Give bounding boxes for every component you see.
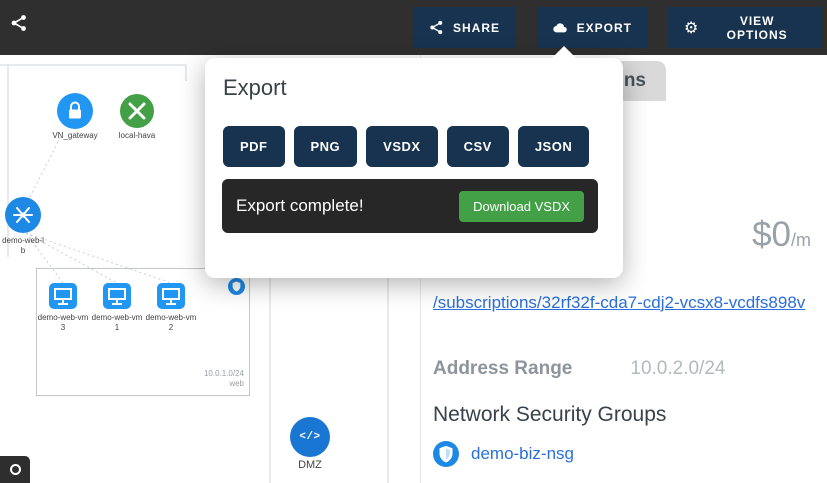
local-hava-label: local-hava bbox=[118, 131, 156, 140]
share-label: SHARE bbox=[452, 20, 500, 35]
subscription-link[interactable]: /subscriptions/32rf32f-cda7-cdj2-vcsx8-v… bbox=[433, 293, 806, 312]
view-options-button[interactable]: ⚙ VIEW OPTIONS bbox=[668, 7, 822, 48]
address-range-value: 10.0.2.0/24 bbox=[630, 358, 726, 379]
gear-icon: ⚙ bbox=[684, 17, 700, 37]
node-vm3[interactable] bbox=[49, 283, 77, 314]
export-popover: Export PDF PNG VSDX CSV JSON Export comp… bbox=[205, 46, 623, 278]
nsg-shield-icon bbox=[433, 441, 459, 467]
export-vsdx-button[interactable]: VSDX bbox=[366, 126, 438, 167]
topbar-share-icon[interactable] bbox=[8, 12, 30, 34]
vm2-label: demo-web-vm2 bbox=[145, 313, 197, 332]
export-csv-button[interactable]: CSV bbox=[446, 126, 509, 167]
subnet-name: web bbox=[229, 379, 244, 389]
price-suffix: /m bbox=[791, 230, 811, 250]
vm-icon bbox=[103, 283, 131, 309]
vn-gateway-label: VN_gateway bbox=[52, 131, 98, 140]
share-icon bbox=[430, 20, 443, 35]
topbar: SHARE EXPORT ⚙ VIEW OPTIONS bbox=[0, 0, 827, 55]
toast-message: Export complete! bbox=[236, 196, 364, 215]
shield-icon bbox=[228, 278, 245, 295]
popover-caret bbox=[552, 46, 576, 58]
vm3-label: demo-web-vm3 bbox=[37, 313, 89, 332]
share-button[interactable]: SHARE bbox=[413, 7, 516, 48]
export-complete-toast: Export complete! Download VSDX bbox=[222, 179, 598, 233]
price-display: $0 /m bbox=[752, 215, 811, 255]
node-load-balancer[interactable] bbox=[5, 197, 41, 238]
nsg-heading: Network Security Groups bbox=[433, 403, 667, 426]
target-icon bbox=[9, 464, 21, 475]
nsg-link[interactable]: demo-biz-nsg bbox=[471, 444, 574, 463]
vn-gateway-icon bbox=[57, 93, 93, 129]
node-local-hava[interactable] bbox=[120, 94, 154, 133]
diagram-canvas[interactable]: VN_gateway local-hava demo-web-lb bbox=[0, 55, 420, 483]
dmz-code-icon: </> bbox=[299, 431, 321, 443]
node-subnet-nsg[interactable] bbox=[228, 278, 245, 300]
node-dmz[interactable]: </> bbox=[290, 417, 330, 457]
vm-icon bbox=[157, 283, 185, 309]
subnet-web-box[interactable] bbox=[36, 268, 250, 396]
node-vn-gateway[interactable] bbox=[57, 93, 93, 134]
vm-icon bbox=[49, 283, 77, 309]
export-png-button[interactable]: PNG bbox=[293, 126, 358, 167]
price-value: $0 bbox=[752, 215, 791, 254]
dmz-label: DMZ bbox=[298, 459, 322, 471]
node-vm2[interactable] bbox=[157, 283, 185, 314]
cloud-export-icon bbox=[553, 22, 567, 32]
popover-title: Export bbox=[223, 75, 287, 100]
tab-label: ns bbox=[623, 70, 646, 91]
export-button[interactable]: EXPORT bbox=[537, 7, 648, 48]
subnet-cidr: 10.0.1.0/24 bbox=[203, 369, 244, 378]
export-label: EXPORT bbox=[576, 20, 632, 35]
export-json-button[interactable]: JSON bbox=[517, 126, 590, 167]
node-vm1[interactable] bbox=[103, 283, 131, 314]
vm1-label: demo-web-vm1 bbox=[91, 313, 143, 332]
load-balancer-icon bbox=[5, 197, 41, 233]
bottom-left-control-button[interactable] bbox=[0, 456, 30, 483]
address-range-label: Address Range bbox=[433, 358, 573, 379]
load-balancer-label: demo-web-lb bbox=[2, 236, 44, 255]
export-pdf-button[interactable]: PDF bbox=[223, 126, 285, 167]
address-range-row: Address Range 10.0.2.0/24 bbox=[433, 358, 823, 380]
local-network-icon bbox=[120, 94, 154, 128]
subnet-label: 10.0.1.0/24 web bbox=[150, 369, 244, 390]
nsg-item[interactable]: demo-biz-nsg bbox=[433, 441, 574, 467]
format-buttons-row: PDF PNG VSDX CSV JSON bbox=[223, 126, 590, 167]
download-vsdx-button[interactable]: Download VSDX bbox=[459, 190, 584, 222]
view-options-label: VIEW OPTIONS bbox=[726, 13, 788, 42]
